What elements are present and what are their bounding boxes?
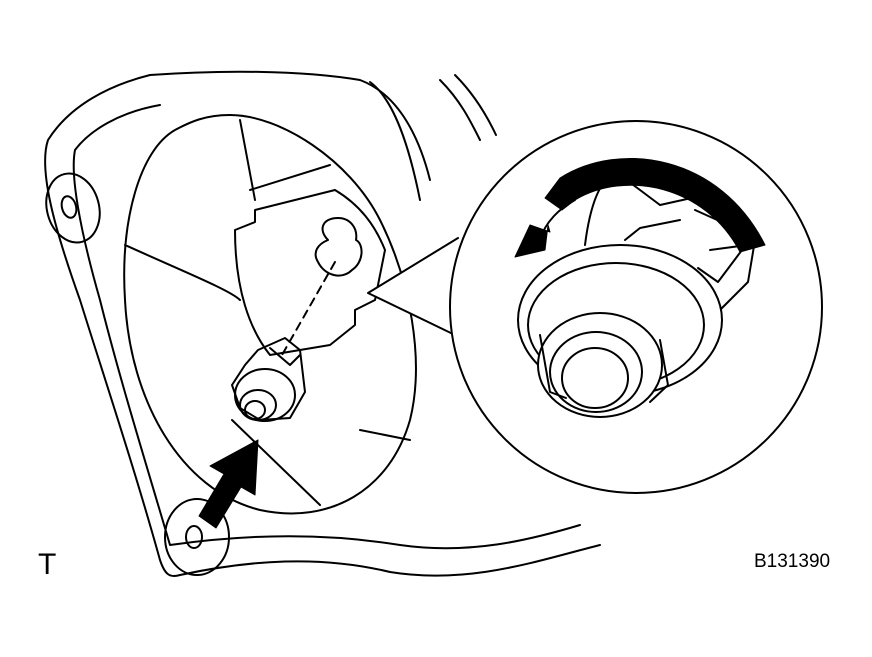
housing-top-edge-2 <box>369 81 421 201</box>
lower-mount-hole <box>185 525 203 549</box>
detail-collar-inner <box>549 331 643 413</box>
detail-collar <box>537 312 663 418</box>
reflector-segment-1 <box>239 119 256 201</box>
housing-outer-outline <box>44 74 601 578</box>
view-code-label: T <box>38 548 57 581</box>
callout-pointer <box>367 237 459 336</box>
socket-flange <box>234 368 296 422</box>
reflector-segment-5 <box>359 429 411 441</box>
rotate-arrow-icon <box>544 158 766 253</box>
reflector <box>123 114 417 515</box>
reflector-segment-4 <box>231 419 321 506</box>
rotate-arrow-head <box>514 224 551 258</box>
detail-hex-edge-2 <box>649 339 669 403</box>
keyhole-outline <box>314 217 363 277</box>
detail-socket-tab-2 <box>709 245 741 251</box>
lamp-housing <box>44 70 601 578</box>
housing-right-edge <box>439 79 481 141</box>
upper-mount-hole <box>60 195 78 219</box>
socket-plate <box>234 189 386 356</box>
figure-number-label: B131390 <box>754 551 831 572</box>
upper-mount-boss <box>45 172 101 244</box>
detail-hex-edge <box>539 334 567 399</box>
lower-mount-boss <box>164 498 230 576</box>
housing-right-edge-2 <box>454 74 497 136</box>
bulb-socket <box>231 337 306 422</box>
detail-bulb <box>561 347 629 409</box>
housing-inner-outline <box>72 104 581 550</box>
socket-collar <box>239 389 277 421</box>
socket-tab <box>269 347 301 366</box>
insert-arrow-icon <box>198 439 259 529</box>
insert-guide-dashed <box>281 261 336 356</box>
reflector-outline <box>123 114 417 515</box>
reflector-segment-2 <box>249 164 331 191</box>
socket-bulb <box>244 400 266 420</box>
detail-socket-rib-3 <box>624 219 681 241</box>
housing-top-edge <box>149 70 431 181</box>
reflector-segment-3 <box>124 244 241 301</box>
